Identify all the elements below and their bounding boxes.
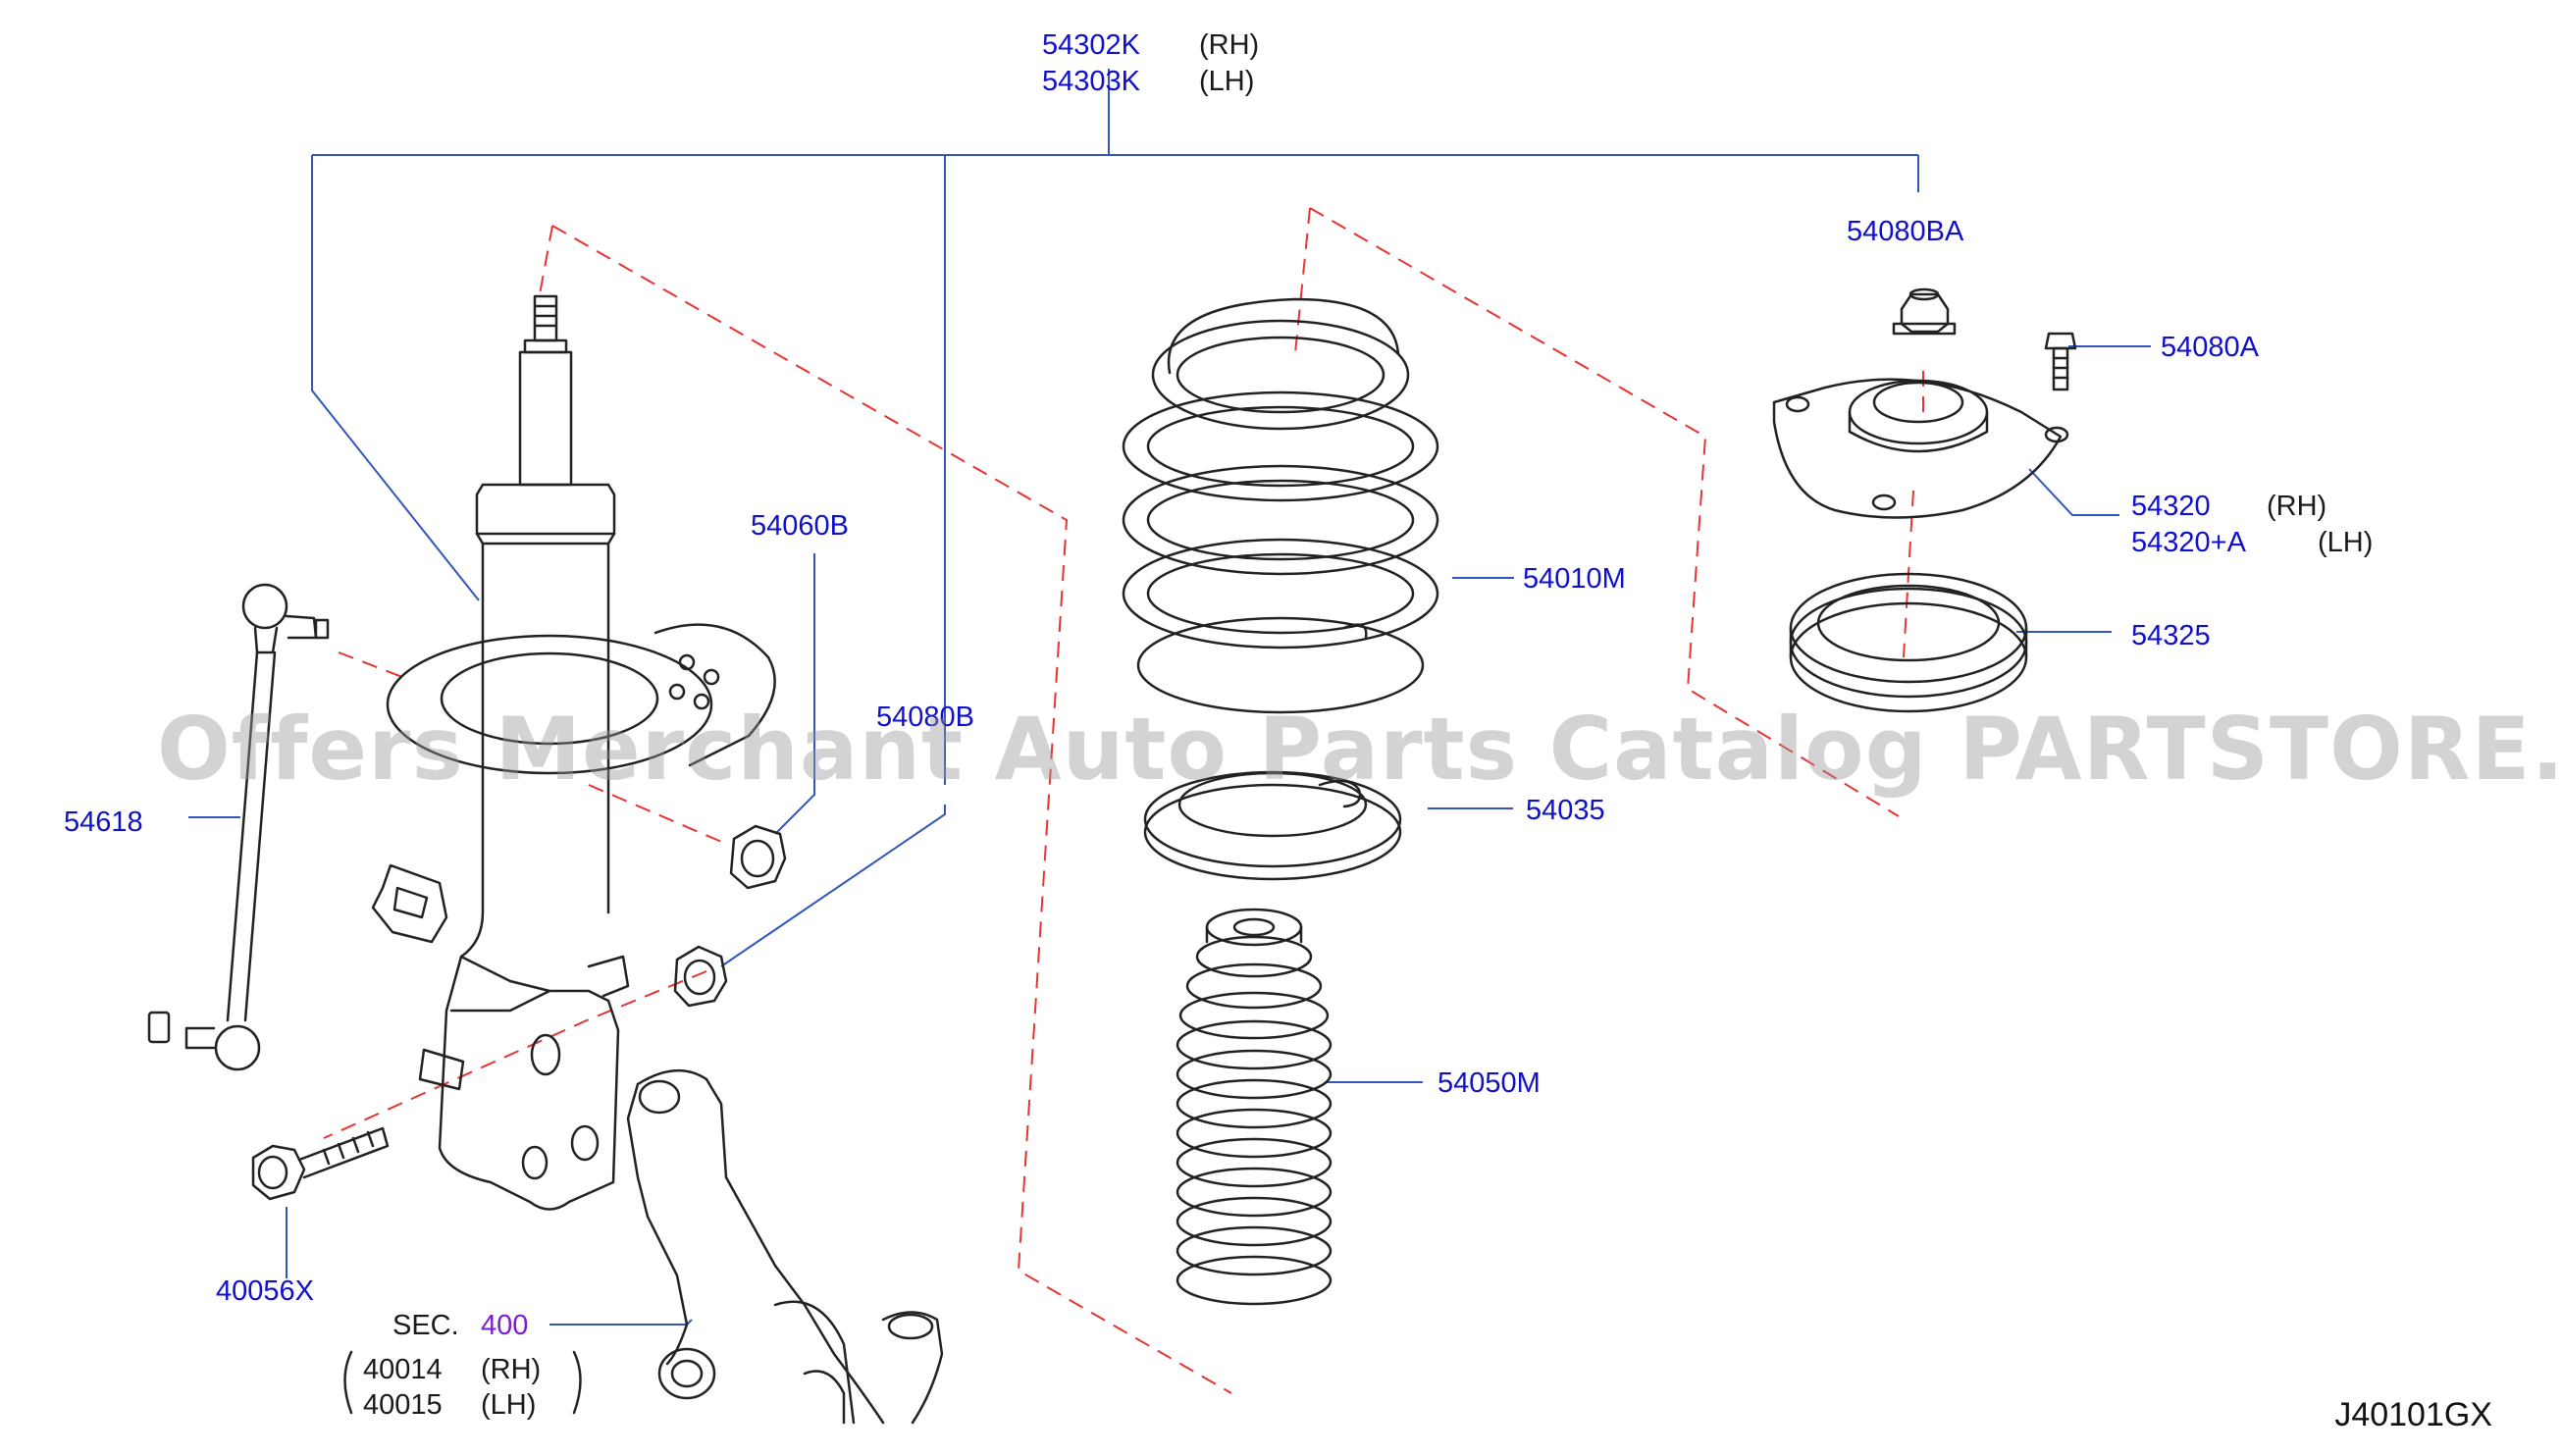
label-sec-prefix: SEC. bbox=[392, 1310, 459, 1341]
label-strut-rh-side: (RH) bbox=[1199, 29, 1260, 61]
stabilizer-link bbox=[147, 583, 330, 1071]
part-illustrations bbox=[147, 287, 2077, 1425]
dust-boot bbox=[1176, 908, 1333, 1306]
bolt-40056x bbox=[251, 1126, 390, 1201]
label-spring-seat[interactable]: 54035 bbox=[1526, 795, 1605, 826]
label-knuckle-rh: 40014 bbox=[363, 1354, 443, 1385]
strut-assembly bbox=[371, 294, 776, 1211]
label-knuckle-lh-side: (LH) bbox=[481, 1389, 537, 1421]
label-knuckle-rh-side: (RH) bbox=[481, 1354, 542, 1385]
assembly-dash-lines bbox=[323, 207, 1924, 1394]
mount-bearing bbox=[1789, 572, 2028, 713]
label-mount-rh[interactable]: 54320 bbox=[2131, 491, 2211, 522]
label-strut-lh[interactable]: 54303K bbox=[1042, 66, 1140, 97]
label-strut-lh-side: (LH) bbox=[1199, 66, 1255, 97]
label-nut-54060b[interactable]: 54060B bbox=[751, 510, 849, 542]
label-mount-bolt[interactable]: 54080A bbox=[2161, 332, 2259, 363]
mount-bolt bbox=[2044, 332, 2077, 391]
label-knuckle-lh: 40015 bbox=[363, 1389, 443, 1421]
spring-seat bbox=[1143, 770, 1402, 881]
label-bearing[interactable]: 54325 bbox=[2131, 620, 2211, 651]
leader-lines bbox=[188, 69, 2151, 1326]
label-mount-lh[interactable]: 54320+A bbox=[2131, 527, 2246, 558]
label-mount-rh-side: (RH) bbox=[2267, 491, 2327, 522]
top-nut bbox=[1892, 287, 1957, 336]
label-mount-lh-side: (LH) bbox=[2318, 527, 2374, 558]
label-spring[interactable]: 54010M bbox=[1523, 563, 1626, 595]
strut-mount bbox=[1772, 378, 2069, 519]
label-stabilizer-link[interactable]: 54618 bbox=[64, 806, 143, 838]
watermark: Offers Merchant Auto Parts Catalog PARTS… bbox=[157, 699, 2561, 800]
label-top-nut[interactable]: 54080BA bbox=[1847, 216, 1964, 247]
label-sec-number[interactable]: 400 bbox=[481, 1310, 529, 1341]
diagram-code: J40101GX bbox=[2334, 1396, 2492, 1433]
label-dust-boot[interactable]: 54050M bbox=[1437, 1067, 1541, 1099]
coil-spring bbox=[1122, 297, 1439, 714]
label-nut-54080b[interactable]: 54080B bbox=[876, 702, 974, 733]
label-strut-rh[interactable]: 54302K bbox=[1042, 29, 1140, 61]
steering-knuckle bbox=[626, 1068, 944, 1425]
label-bolt-40056x[interactable]: 40056X bbox=[216, 1275, 314, 1307]
strut-nuts bbox=[673, 824, 787, 1008]
